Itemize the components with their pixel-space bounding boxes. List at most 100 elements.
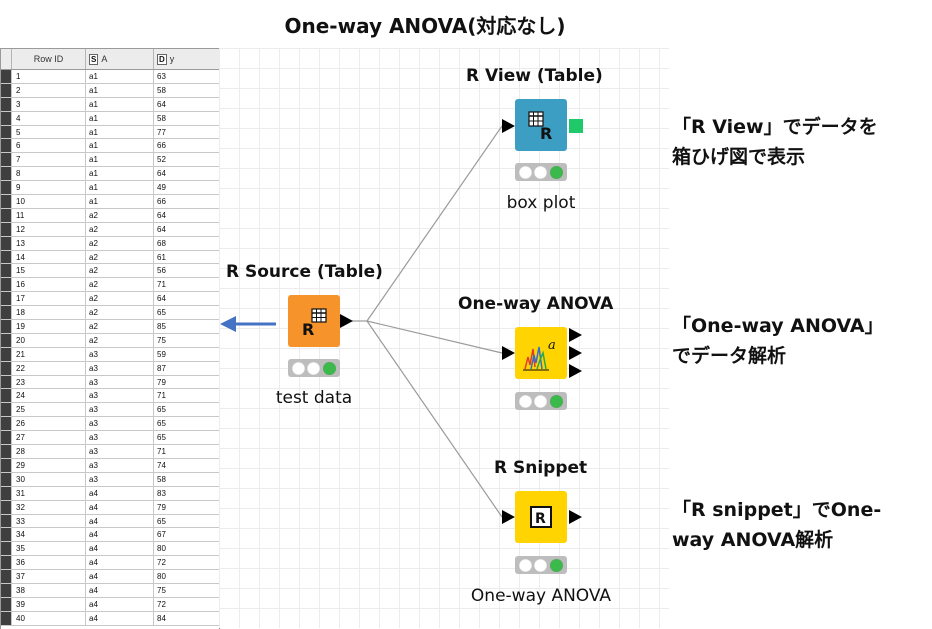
row-id-cell[interactable]: 30 [12, 472, 86, 486]
y-cell[interactable]: 80 [157, 572, 166, 582]
anova-output-port-3[interactable] [569, 364, 582, 378]
anova-input-port[interactable] [502, 346, 515, 360]
row-id-cell[interactable]: 12 [12, 222, 86, 236]
y-cell[interactable]: 52 [157, 155, 166, 165]
row-id-cell[interactable]: 34 [12, 528, 86, 542]
r-snippet-node-label[interactable]: One-way ANOVA [470, 586, 612, 606]
y-cell[interactable]: 85 [157, 322, 166, 332]
row-id-cell[interactable]: 13 [12, 236, 86, 250]
y-cell[interactable]: 84 [157, 613, 166, 623]
row-id-cell[interactable]: 4 [12, 111, 86, 125]
y-cell[interactable]: 66 [157, 197, 166, 207]
y-cell[interactable]: 75 [157, 335, 166, 345]
row-id-cell[interactable]: 35 [12, 542, 86, 556]
a-cell[interactable]: a2 [86, 264, 154, 278]
row-id-cell[interactable]: 16 [12, 278, 86, 292]
y-cell[interactable]: 64 [157, 169, 166, 179]
a-cell[interactable]: a4 [86, 514, 154, 528]
r-view-input-port[interactable] [502, 119, 515, 133]
a-cell[interactable]: a2 [86, 306, 154, 320]
r-snippet-output-port[interactable] [569, 510, 582, 524]
a-cell[interactable]: a1 [86, 181, 154, 195]
a-cell[interactable]: a3 [86, 403, 154, 417]
row-id-cell[interactable]: 10 [12, 195, 86, 208]
row-id-cell[interactable]: 39 [12, 597, 86, 611]
anova-output-port-2[interactable] [569, 346, 582, 360]
row-id-cell[interactable]: 33 [12, 514, 86, 528]
row-id-cell[interactable]: 23 [12, 375, 86, 389]
row-id-cell[interactable]: 40 [12, 611, 86, 625]
a-cell[interactable]: a2 [86, 222, 154, 236]
y-cell[interactable]: 79 [157, 377, 166, 387]
y-cell[interactable]: 71 [157, 447, 166, 457]
anova-output-port-1[interactable] [569, 328, 582, 342]
row-id-cell[interactable]: 7 [12, 153, 86, 167]
y-cell[interactable]: 64 [157, 99, 166, 109]
y-cell[interactable]: 64 [157, 224, 166, 234]
a-cell[interactable]: a1 [86, 139, 154, 153]
a-cell[interactable]: a3 [86, 458, 154, 472]
r-source-node-label[interactable]: test data [275, 388, 353, 408]
row-id-cell[interactable]: 36 [12, 556, 86, 570]
row-id-cell[interactable]: 38 [12, 583, 86, 597]
a-cell[interactable]: a3 [86, 361, 154, 375]
a-cell[interactable]: a2 [86, 236, 154, 250]
a-cell[interactable]: a3 [86, 417, 154, 431]
a-cell[interactable]: a1 [86, 167, 154, 181]
a-cell[interactable]: a1 [86, 125, 154, 139]
a-cell[interactable]: a4 [86, 583, 154, 597]
row-id-cell[interactable]: 11 [12, 208, 86, 222]
row-id-cell[interactable]: 22 [12, 361, 86, 375]
a-cell[interactable]: a2 [86, 278, 154, 292]
row-id-cell[interactable]: 6 [12, 139, 86, 153]
a-cell[interactable]: a4 [86, 597, 154, 611]
y-cell[interactable]: 59 [157, 349, 166, 359]
y-cell[interactable]: 71 [157, 280, 166, 290]
r-view-node-label[interactable]: box plot [506, 193, 576, 213]
a-cell[interactable]: a1 [86, 83, 154, 97]
row-id-cell[interactable]: 21 [12, 347, 86, 361]
y-cell[interactable]: 68 [157, 238, 166, 248]
row-id-cell[interactable]: 19 [12, 320, 86, 333]
y-cell[interactable]: 65 [157, 308, 166, 318]
a-cell[interactable]: a4 [86, 486, 154, 500]
a-cell[interactable]: a4 [86, 500, 154, 514]
a-cell[interactable]: a4 [86, 556, 154, 570]
row-id-cell[interactable]: 20 [12, 333, 86, 347]
y-cell[interactable]: 77 [157, 127, 166, 137]
a-cell[interactable]: a3 [86, 347, 154, 361]
r-view-output-port[interactable] [569, 119, 583, 133]
y-cell[interactable]: 72 [157, 558, 166, 568]
r-source-node[interactable]: R [288, 295, 340, 347]
row-id-cell[interactable]: 27 [12, 431, 86, 445]
connection-source-to-anova[interactable] [366, 320, 503, 354]
y-cell[interactable]: 64 [157, 294, 166, 304]
r-snippet-input-port[interactable] [502, 510, 515, 524]
a-cell[interactable]: a4 [86, 542, 154, 556]
row-id-cell[interactable]: 29 [12, 458, 86, 472]
row-id-cell[interactable]: 24 [12, 389, 86, 403]
y-cell[interactable]: 56 [157, 266, 166, 276]
row-id-cell[interactable]: 31 [12, 486, 86, 500]
row-id-cell[interactable]: 32 [12, 500, 86, 514]
y-cell[interactable]: 65 [157, 405, 166, 415]
